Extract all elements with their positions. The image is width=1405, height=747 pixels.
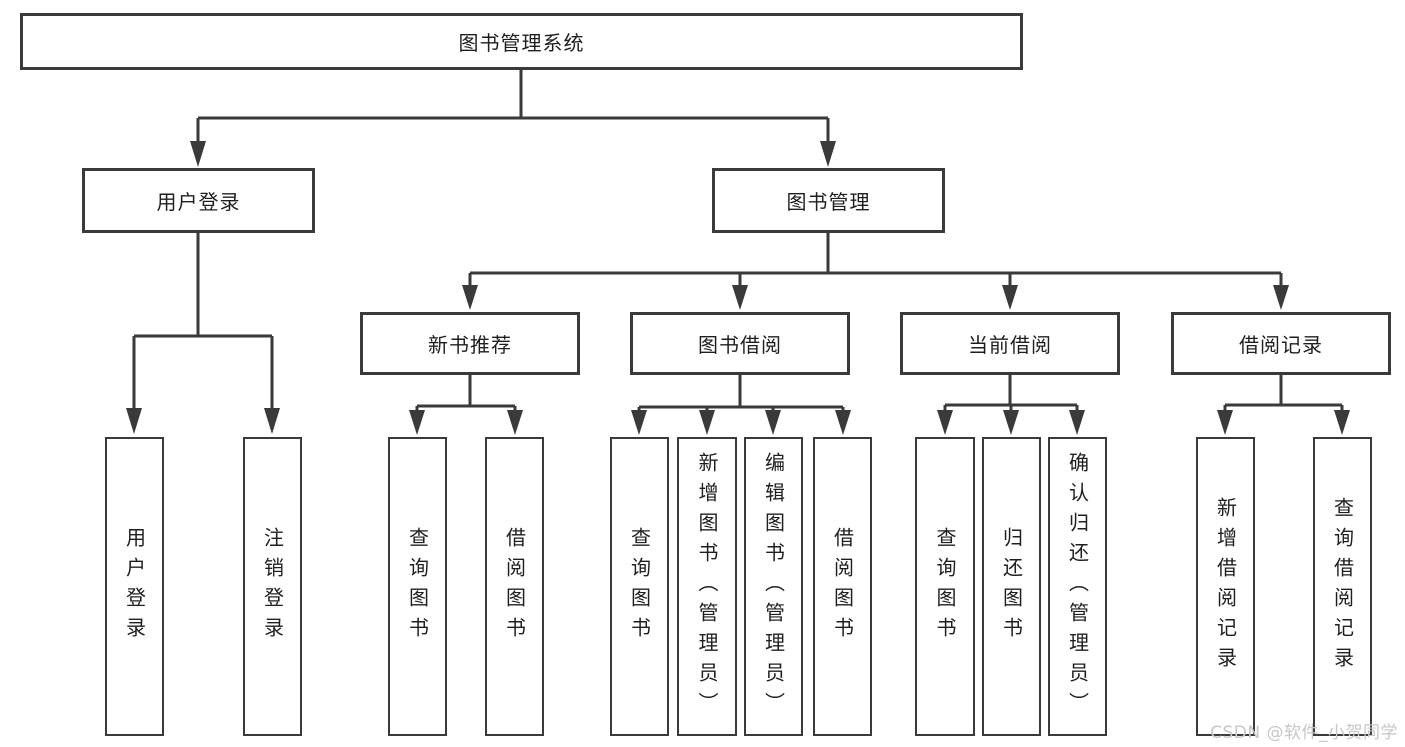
node-root-system-label: 图书管理系统 (458, 31, 585, 55)
leaf-borrow-query-book-label: 查询图书 (627, 526, 652, 647)
leaf-logout: 注销登录 (243, 437, 302, 736)
leaf-recommend-borrow-book: 借阅图书 (485, 437, 544, 736)
csdn-watermark: CSDN @软件_小贺同学 (1210, 723, 1398, 743)
leaf-recommend-query-book: 查询图书 (388, 437, 447, 736)
leaf-edit-book-admin: 编辑图书（管理员） (744, 437, 803, 736)
node-root-system: 图书管理系统 (20, 13, 1023, 70)
leaf-return-book-label: 归还图书 (999, 526, 1024, 647)
leaf-confirm-return-admin: 确认归还（管理员） (1048, 437, 1107, 736)
leaf-add-borrow-record-label: 新增借阅记录 (1213, 496, 1238, 677)
leaf-query-borrow-record-label: 查询借阅记录 (1330, 496, 1355, 677)
leaf-current-query-book: 查询图书 (915, 437, 975, 736)
leaf-return-book: 归还图书 (982, 437, 1041, 736)
node-new-book-recommend: 新书推荐 (360, 312, 580, 375)
leaf-add-borrow-record: 新增借阅记录 (1196, 437, 1255, 736)
node-current-borrow: 当前借阅 (900, 312, 1120, 375)
leaf-add-book-admin: 新增图书（管理员） (677, 437, 737, 736)
leaf-recommend-query-book-label: 查询图书 (405, 526, 430, 647)
node-current-borrow-label: 当前借阅 (968, 333, 1052, 357)
leaf-confirm-return-admin-label: 确认归还（管理员） (1065, 451, 1090, 722)
node-book-management: 图书管理 (712, 168, 945, 233)
leaf-logout-label: 注销登录 (260, 526, 285, 647)
node-book-borrow: 图书借阅 (630, 312, 850, 375)
node-borrow-record: 借阅记录 (1171, 312, 1391, 375)
leaf-borrow-query-book: 查询图书 (610, 437, 669, 736)
leaf-query-borrow-record: 查询借阅记录 (1313, 437, 1372, 736)
leaf-user-login-label: 用户登录 (122, 526, 147, 647)
leaf-edit-book-admin-label: 编辑图书（管理员） (761, 451, 786, 722)
node-borrow-record-label: 借阅记录 (1239, 333, 1323, 357)
node-book-management-label: 图书管理 (786, 190, 871, 214)
node-user-login-label: 用户登录 (156, 190, 241, 214)
leaf-current-query-book-label: 查询图书 (933, 526, 957, 647)
leaf-add-book-admin-label: 新增图书（管理员） (695, 451, 719, 722)
node-new-book-recommend-label: 新书推荐 (428, 333, 512, 357)
node-book-borrow-label: 图书借阅 (698, 333, 782, 357)
leaf-borrow-book-label: 借阅图书 (830, 526, 855, 647)
leaf-borrow-book: 借阅图书 (813, 437, 872, 736)
leaf-user-login: 用户登录 (105, 437, 164, 736)
leaf-recommend-borrow-book-label: 借阅图书 (502, 526, 527, 647)
node-user-login: 用户登录 (82, 168, 315, 233)
